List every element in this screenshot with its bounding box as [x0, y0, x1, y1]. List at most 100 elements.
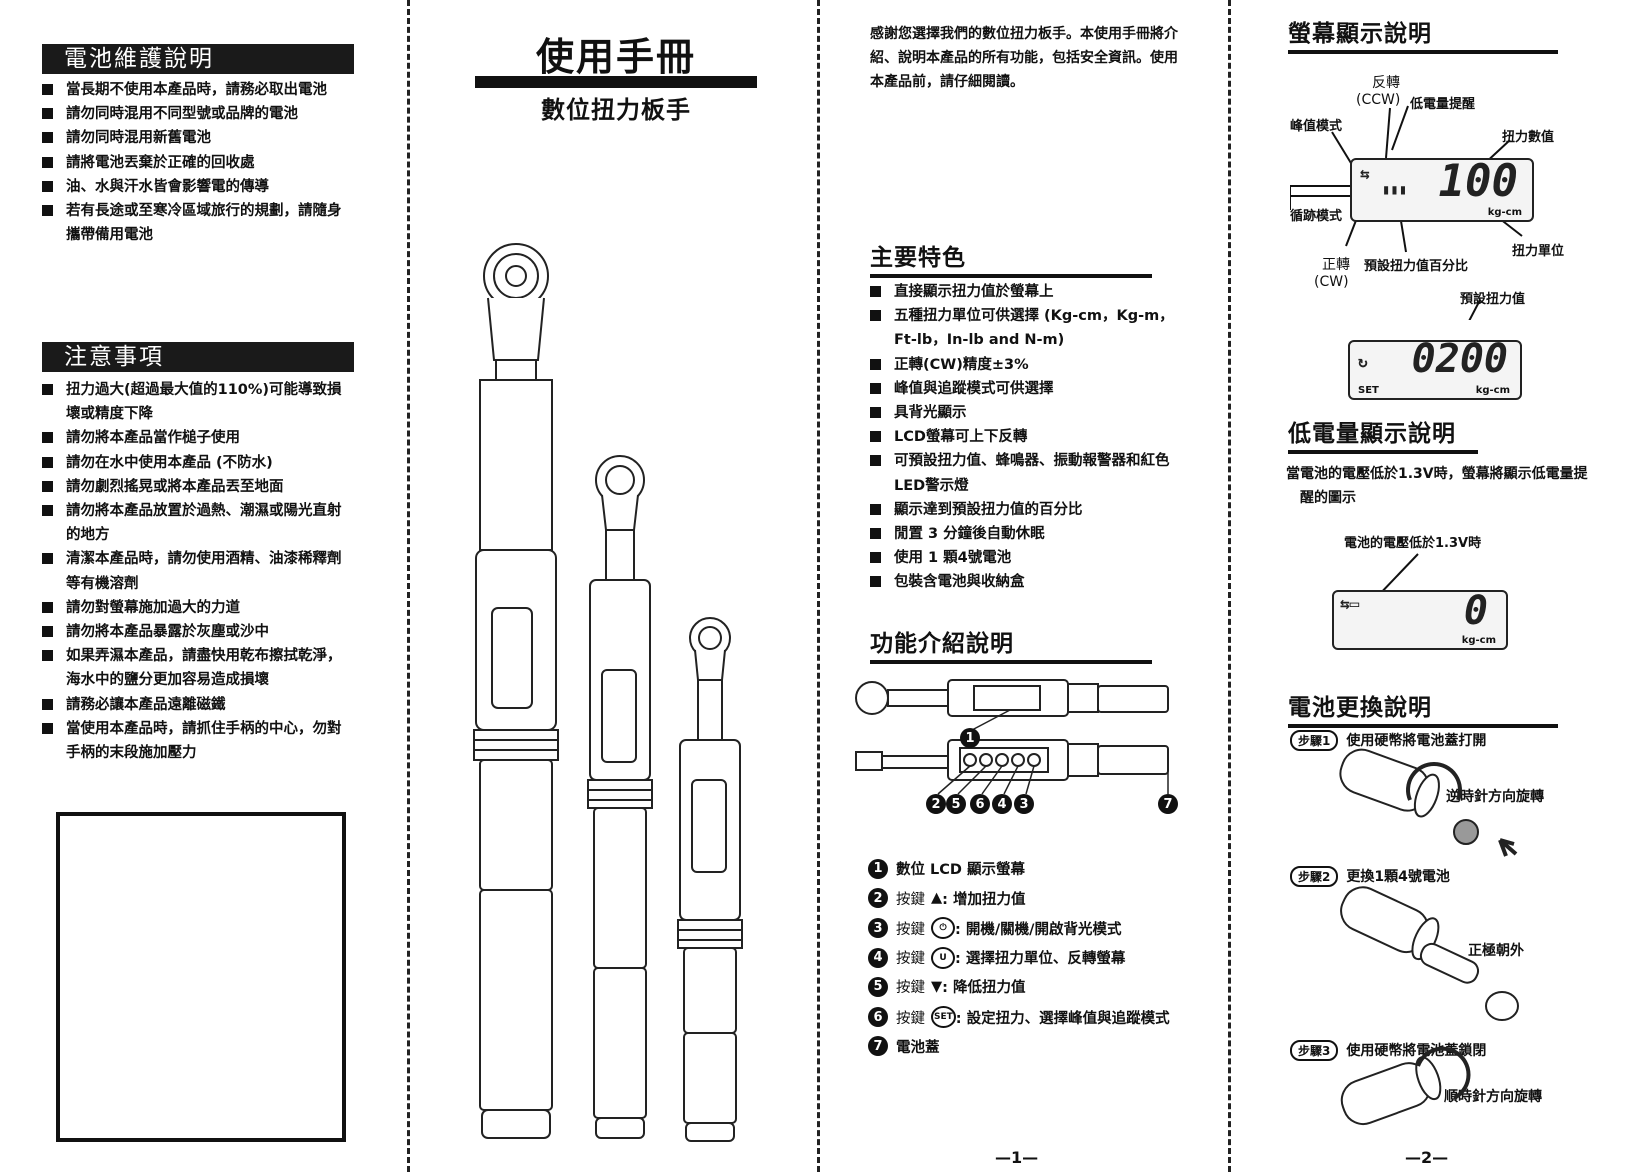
features-item: 具背光顯示 [870, 401, 1190, 425]
page-number-2: —2— [1405, 1148, 1449, 1167]
function-key-icon: U [931, 946, 955, 969]
battery-care-item: 當長期不使用本產品時，請務必取出電池 [42, 78, 354, 102]
cautions-title: 注意事項 [42, 342, 354, 372]
cautions-item: 當使用本產品時，請抓住手柄的中心，勿對手柄的末段施加壓力 [42, 717, 354, 765]
function-prefix: 按鍵 [896, 921, 925, 938]
label-low-batt: 低電量提醒 [1410, 97, 1476, 112]
lcd-main-unit: kg-cm [1487, 207, 1522, 218]
features-item: 峰值與追蹤模式可供選擇 [870, 377, 1190, 401]
screen-title: 螢幕顯示說明 [1288, 14, 1558, 54]
battery-step: 步驟2 更換1顆4號電池 [1290, 866, 1450, 887]
diagram-number: 7 [1158, 794, 1178, 814]
function-number: 2 [868, 888, 888, 909]
function-number: 3 [868, 918, 888, 939]
function-prefix: 按鍵 [896, 951, 925, 968]
step-note: 順時針方向旋轉 [1444, 1089, 1542, 1105]
step-text: 更換1顆4號電池 [1346, 869, 1450, 885]
lcd-lowbatt-unit: kg-cm [1461, 635, 1496, 646]
label-reverse: 反轉 [1372, 75, 1400, 91]
lcd-display-preset: ↻ 0200 SET kg-cm [1348, 336, 1522, 400]
label-forward: 正轉 [1322, 257, 1350, 273]
function-key-icon: ▼ [931, 978, 943, 995]
step-badge: 步驟2 [1290, 866, 1339, 887]
label-preset-pct: 預設扭力值百分比 [1364, 259, 1469, 274]
label-torque-unit: 扭力單位 [1512, 244, 1565, 259]
lcd-preset-set: SET [1358, 385, 1379, 396]
cover-title: 使用手冊 [535, 35, 696, 79]
step-text: 使用硬幣將電池蓋鎖閉 [1346, 1043, 1487, 1059]
lcd-preset-value: 0200 [1411, 336, 1508, 382]
intro-text: 感謝您選擇我們的數位扭力板手。本使用手冊將介紹、說明本產品的所有功能，包括安全資… [870, 26, 1178, 90]
features-item: 五種扭力單位可供選擇 (Kg-cm，Kg-m，Ft-lb，In-lb and N… [870, 304, 1190, 352]
battery-replace-title: 電池更換說明 [1288, 688, 1558, 728]
fold-line-1 [407, 0, 410, 1172]
battery-care-title: 電池維護說明 [42, 44, 354, 74]
cautions-item: 請勿將本產品當作槌子使用 [42, 426, 354, 450]
function-number: 4 [868, 947, 888, 968]
features-item: LCD螢幕可上下反轉 [870, 425, 1190, 449]
page-number-1: —1— [995, 1148, 1039, 1167]
battery-care-item: 油、水與汗水皆會影響電的傳導 [42, 175, 354, 199]
wrench-illustration [473, 243, 743, 1142]
features-item: 顯示達到預設扭力值的百分比 [870, 498, 1190, 522]
label-preset-value: 預設扭力值 [1460, 292, 1526, 307]
label-torque-value: 扭力數值 [1502, 130, 1555, 145]
features-title: 主要特色 [870, 238, 1152, 278]
diagram-number: 3 [1014, 794, 1034, 814]
blank-box [56, 812, 346, 1142]
cautions-item: 請勿將本產品放置於過熱、潮濕或陽光直射的地方 [42, 499, 354, 547]
function-prefix: 按鍵 [896, 1010, 925, 1027]
battery-care-list: 當長期不使用本產品時，請務必取出電池請勿同時混用不同型號或品牌的電池請勿同時混用… [42, 78, 354, 247]
function-key-icon: ▲ [931, 890, 943, 907]
cautions-list: 扭力過大(超過最大值的110%)可能導致損壞或精度下降請勿將本產品當作槌子使用請… [42, 378, 354, 765]
label-ccw: (CCW) [1356, 92, 1401, 108]
lcd-pct-icon: ▮▮▮ [1382, 182, 1408, 198]
cautions-item: 請勿對螢幕施加過大的力道 [42, 596, 354, 620]
features-item: 包裝含電池與收納盒 [870, 570, 1190, 594]
function-number: 1 [868, 858, 888, 879]
label-peak: 峰值模式 [1290, 119, 1343, 134]
function-number: 6 [868, 1007, 888, 1027]
function-text: : 降低扭力值 [942, 980, 1026, 997]
cautions-item: 請勿在水中使用本產品 (不防水) [42, 451, 354, 475]
function-text: : 增加扭力值 [942, 891, 1026, 908]
lcd-display-lowbatt: ⇆▭ 0 kg-cm [1332, 588, 1508, 650]
function-text: 電池蓋 [896, 1039, 940, 1056]
cautions-item: 如果弄濕本產品，請盡快用乾布擦拭乾淨，海水中的鹽分更加容易造成損壞 [42, 644, 354, 692]
function-key-icon: SET [931, 1006, 956, 1028]
battery-care-item: 請勿同時混用不同型號或品牌的電池 [42, 102, 354, 126]
label-cw: (CW) [1314, 274, 1349, 290]
function-prefix: 按鍵 [896, 891, 925, 908]
step-text: 使用硬幣將電池蓋打開 [1346, 733, 1487, 749]
label-track: 循跡模式 [1290, 209, 1343, 224]
features-item: 閒置 3 分鐘後自動休眠 [870, 522, 1190, 546]
battery-care-item: 請將電池丟棄於正確的回收處 [42, 151, 354, 175]
features-list: 直接顯示扭力值於螢幕上五種扭力單位可供選擇 (Kg-cm，Kg-m，Ft-lb，… [870, 280, 1190, 595]
diagram-number: 4 [992, 794, 1012, 814]
cautions-item: 扭力過大(超過最大值的110%)可能導致損壞或精度下降 [42, 378, 354, 426]
cover-rule [475, 76, 757, 88]
diagram-number: 5 [946, 794, 966, 814]
features-item: 直接顯示扭力值於螢幕上 [870, 280, 1190, 304]
function-text: : 選擇扭力單位、反轉螢幕 [955, 951, 1126, 968]
step-note: 正極朝外 [1468, 943, 1524, 959]
battery-illustrations [1339, 748, 1519, 1126]
cover-subtitle: 數位扭力板手 [541, 96, 691, 124]
lcd-main-value: 100 [1438, 156, 1518, 207]
lcd-lowbatt-icon: ⇆▭ [1340, 594, 1360, 613]
function-row: 2 按鍵 ▲: 增加扭力值 [868, 888, 1026, 909]
features-item: 使用 1 顆4號電池 [870, 546, 1190, 570]
fold-line-3 [1228, 0, 1231, 1172]
cautions-item: 請務必讓本產品遠離磁鐵 [42, 693, 354, 717]
diagram-number: 6 [970, 794, 990, 814]
low-battery-callout: 電池的電壓低於1.3V時 [1344, 536, 1482, 551]
lcd-display-main: ⇆ ▮▮▮ 100 kg-cm [1350, 156, 1534, 222]
step-note: 逆時針方向旋轉 [1446, 789, 1544, 805]
features-item: 可預設扭力值、蜂鳴器、振動報警器和紅色LED警示燈 [870, 449, 1190, 497]
